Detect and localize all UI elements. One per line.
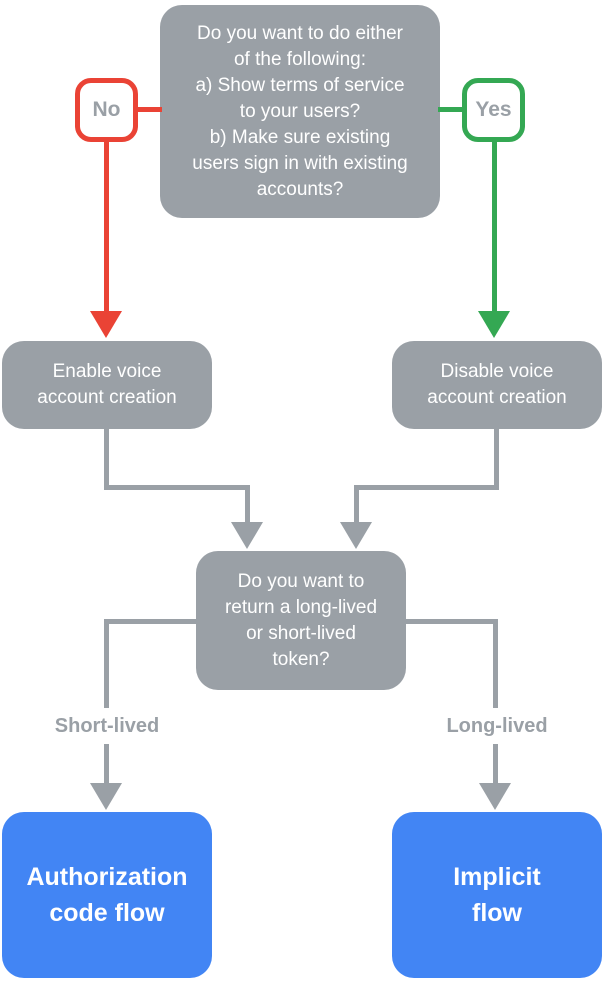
- token-question-line: token?: [272, 648, 330, 670]
- edge-yes-horizontal: [438, 107, 465, 112]
- auth-flow-line: code flow: [49, 899, 165, 927]
- arrowhead-yes-icon: [478, 311, 510, 338]
- label-short-lived-text: Short-lived: [54, 714, 160, 737]
- node-root-question: Do you want to do either of the followin…: [160, 5, 440, 218]
- root-question-line: to your users?: [239, 100, 361, 122]
- token-question-line: or short-lived: [246, 622, 356, 644]
- edge-long-vertical: [493, 619, 498, 783]
- edge-enable-drop: [245, 485, 250, 523]
- edge-no-horizontal: [135, 107, 162, 112]
- label-short-lived: Short-lived: [22, 708, 192, 744]
- arrowhead-enable-icon: [231, 522, 263, 549]
- root-question-line: users sign in with existing: [192, 152, 408, 174]
- edge-disable-across: [354, 485, 499, 490]
- node-implicit-flow: Implicit flow: [392, 812, 602, 978]
- token-question-line: return a long-lived: [224, 596, 378, 618]
- edge-short-vertical: [104, 619, 109, 783]
- edge-disable-down: [494, 429, 499, 490]
- badge-no: No: [75, 78, 138, 142]
- disable-voice-line: account creation: [427, 387, 567, 408]
- root-question-line: of the following:: [233, 48, 367, 70]
- root-question-line: Do you want to do either: [197, 22, 403, 44]
- edge-no-vertical: [104, 140, 109, 312]
- arrowhead-no-icon: [90, 311, 122, 338]
- token-question-line: Do you want to: [237, 570, 365, 592]
- badge-no-label: No: [92, 98, 121, 121]
- node-token-question: Do you want to return a long-lived or sh…: [196, 551, 406, 690]
- badge-yes: Yes: [462, 78, 525, 142]
- arrowhead-long-icon: [479, 783, 511, 810]
- edge-enable-across: [104, 485, 250, 490]
- edge-disable-drop: [354, 485, 359, 523]
- disable-voice-line: Disable voice: [440, 361, 554, 382]
- root-question-line: accounts?: [256, 178, 344, 200]
- root-question-line: a) Show terms of service: [195, 74, 405, 96]
- node-enable-voice: Enable voice account creation: [2, 341, 212, 429]
- auth-flow-line: Authorization: [26, 863, 188, 891]
- arrowhead-disable-icon: [340, 522, 372, 549]
- edge-long-horizontal: [406, 619, 498, 624]
- enable-voice-line: account creation: [37, 387, 177, 408]
- badge-yes-label: Yes: [475, 98, 512, 121]
- label-long-lived-text: Long-lived: [446, 714, 548, 737]
- implicit-flow-line: Implicit: [453, 863, 541, 891]
- edge-short-horizontal: [104, 619, 198, 624]
- node-authorization-code-flow: Authorization code flow: [2, 812, 212, 978]
- enable-voice-line: Enable voice: [52, 361, 162, 382]
- label-long-lived: Long-lived: [412, 708, 582, 744]
- edge-yes-vertical: [492, 140, 497, 312]
- implicit-flow-line: flow: [472, 899, 522, 927]
- node-disable-voice: Disable voice account creation: [392, 341, 602, 429]
- arrowhead-short-icon: [90, 783, 122, 810]
- root-question-line: b) Make sure existing: [209, 126, 391, 148]
- edge-enable-down: [104, 429, 109, 490]
